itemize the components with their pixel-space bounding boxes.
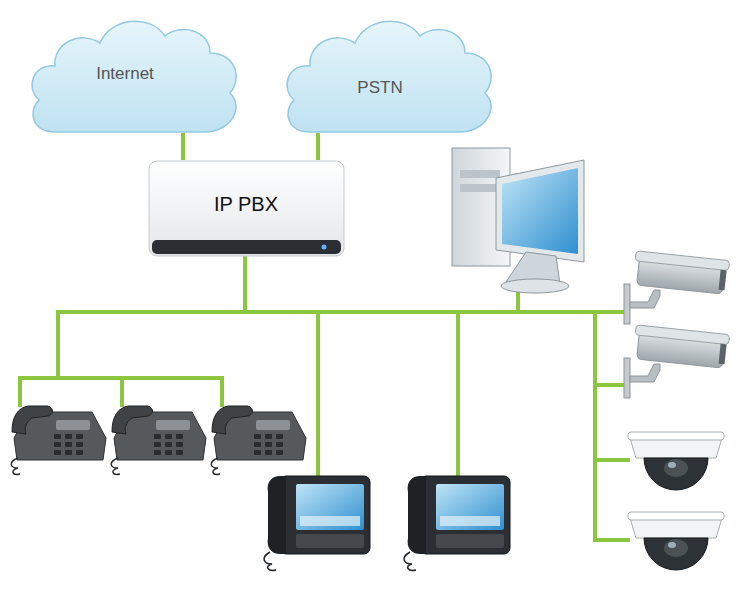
- desk-phone: [11, 406, 306, 474]
- network-cloud: PSTN: [280, 8, 500, 133]
- network-link: [181, 133, 185, 160]
- network-link: [316, 133, 320, 160]
- network-cloud: Internet: [25, 8, 245, 133]
- node-label: Internet: [96, 64, 154, 84]
- cloud-outline: [280, 8, 500, 133]
- node-label: IP PBX: [214, 192, 278, 216]
- video-phone: [264, 476, 510, 570]
- node-label: PSTN: [357, 78, 402, 98]
- bullet-camera: [624, 251, 730, 398]
- dome-camera: [628, 432, 724, 570]
- computer: [452, 148, 584, 293]
- pbx-device: IP PBX: [148, 160, 345, 257]
